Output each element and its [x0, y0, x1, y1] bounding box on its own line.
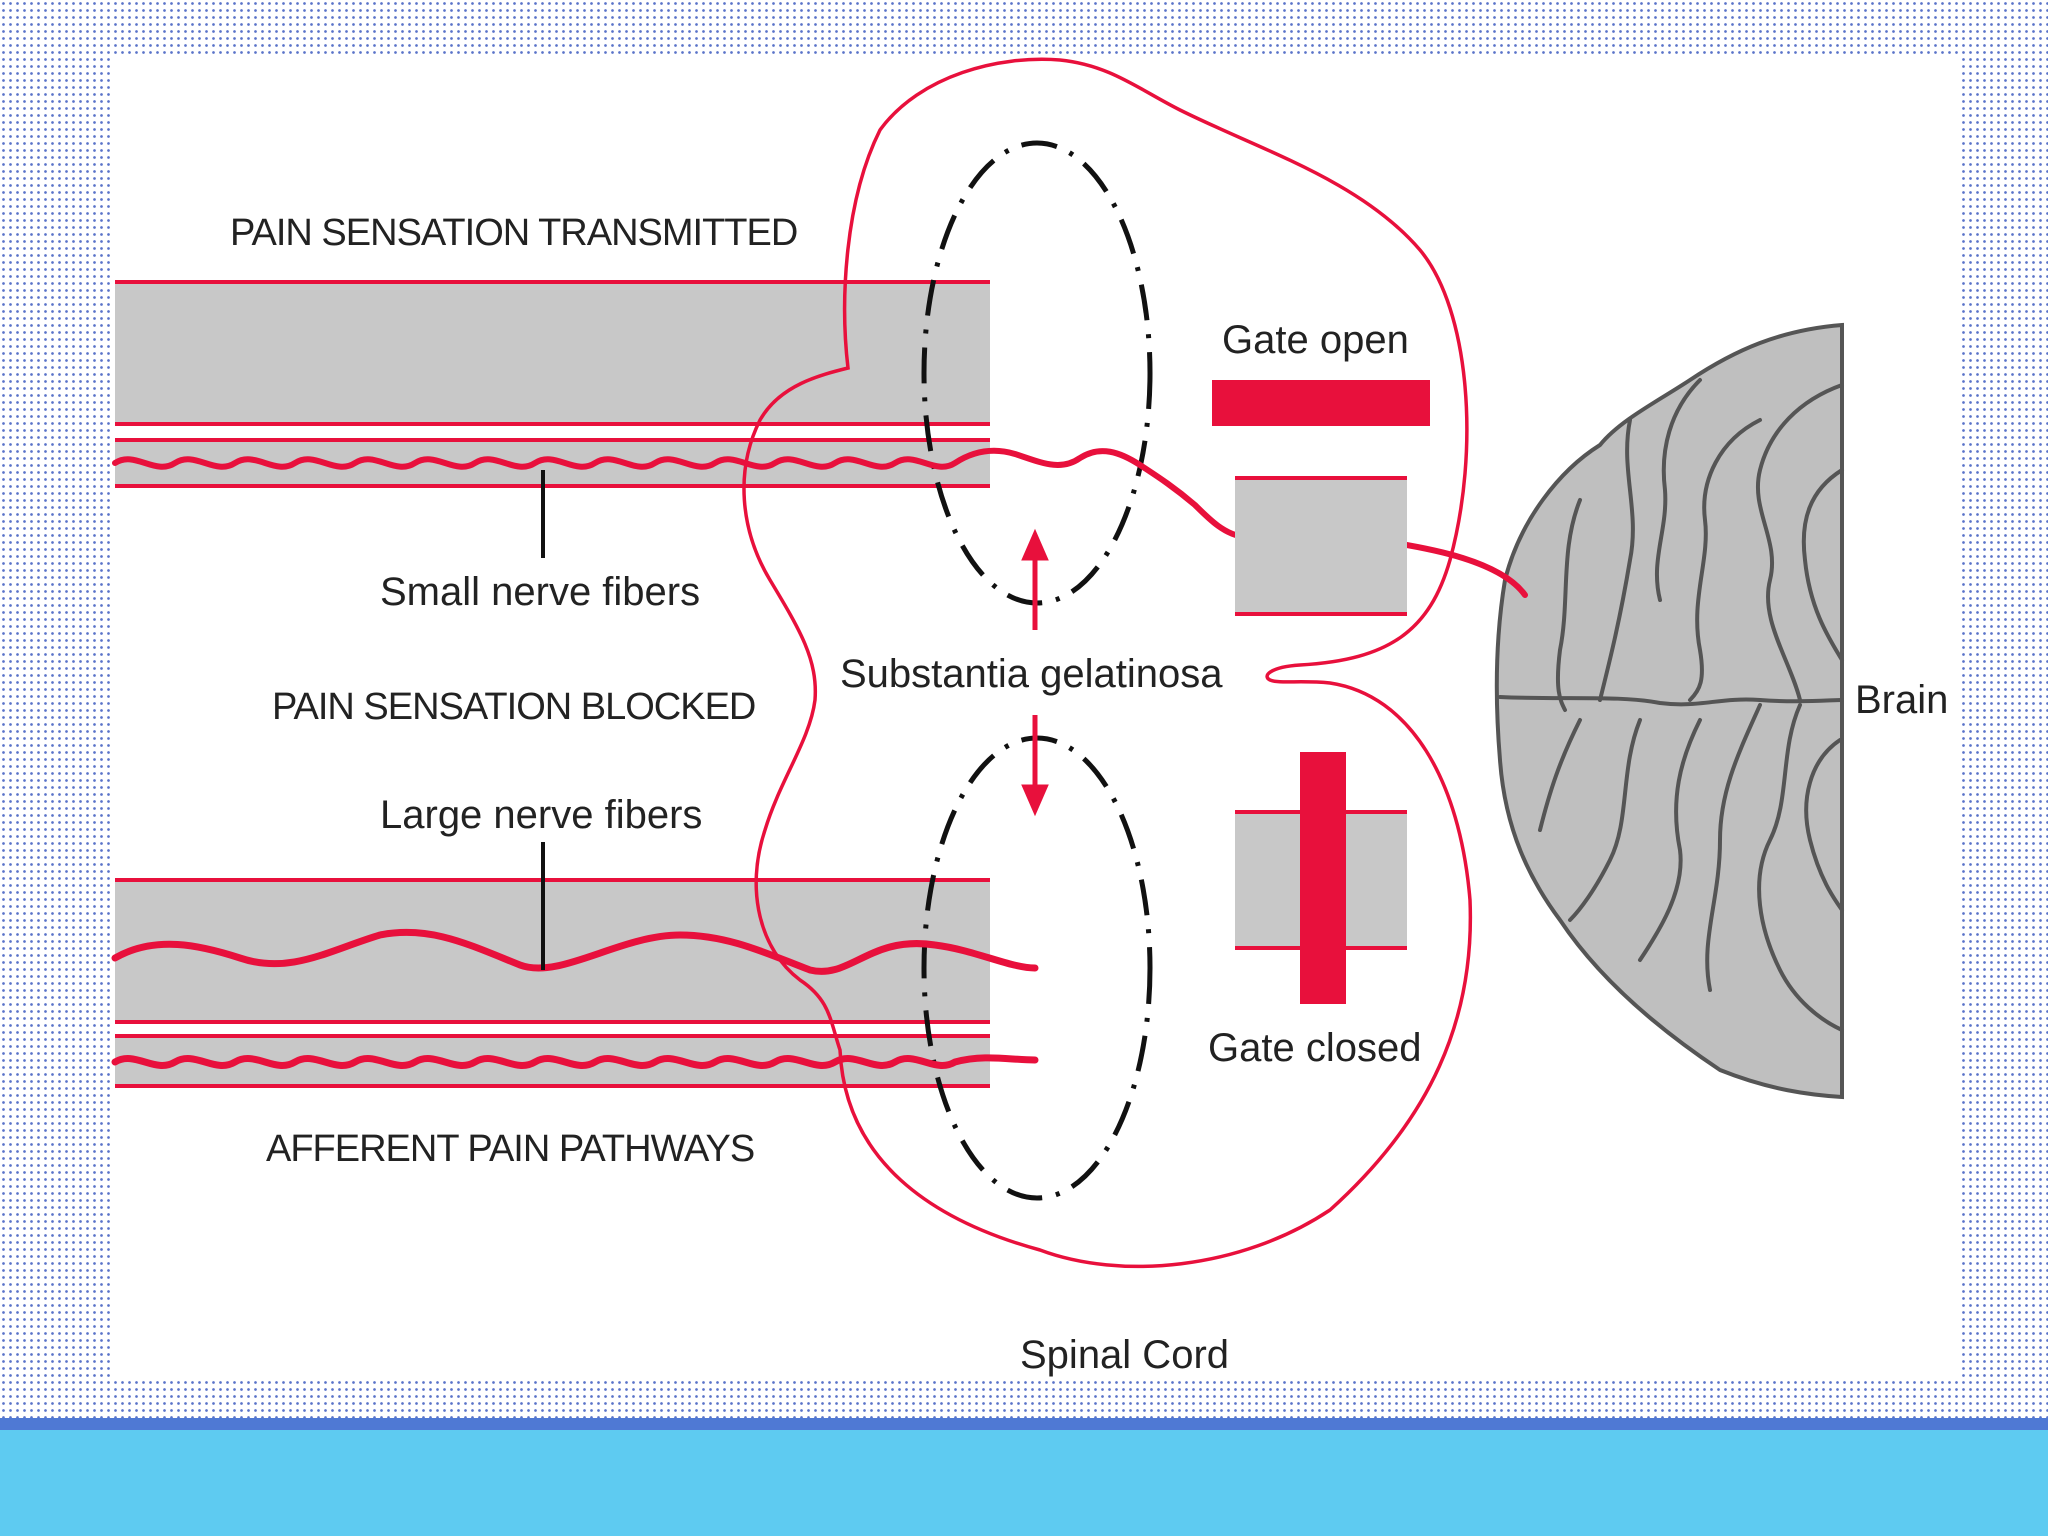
label-gate-closed: Gate closed — [1208, 1026, 1422, 1070]
label-spinal-cord: Spinal Cord — [1020, 1333, 1230, 1377]
label-brain: Brain — [1855, 678, 1949, 722]
label-large-nerve-fibers: Large nerve fibers — [380, 793, 703, 837]
label-gate-open: Gate open — [1222, 318, 1409, 362]
spinal-cord-outline — [742, 57, 1473, 1269]
label-small-nerve-fibers: Small nerve fibers — [380, 570, 701, 614]
brain-illustration — [1494, 322, 1844, 1100]
label-pain-transmitted: PAIN SENSATION TRANSMITTED — [230, 212, 798, 254]
footer-band — [0, 1430, 2048, 1536]
arrows — [1021, 528, 1049, 817]
gate-closed-symbol — [1235, 752, 1407, 1004]
label-afferent-pathways: AFFERENT PAIN PATHWAYS — [266, 1128, 755, 1170]
nerve-bundles — [115, 280, 990, 1088]
gate-open-symbol — [1212, 380, 1430, 616]
footer-stripe — [0, 1418, 2048, 1430]
label-substantia-gelatinosa: Substantia gelatinosa — [840, 652, 1223, 696]
label-pain-blocked: PAIN SENSATION BLOCKED — [272, 686, 756, 728]
large-nerve-fibers — [111, 928, 1039, 1069]
